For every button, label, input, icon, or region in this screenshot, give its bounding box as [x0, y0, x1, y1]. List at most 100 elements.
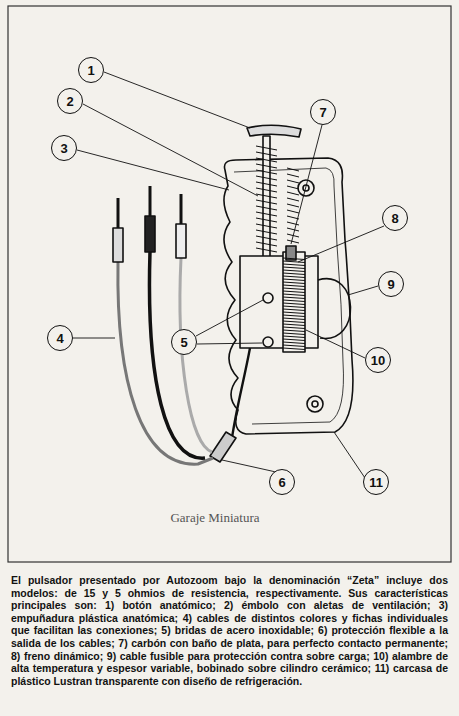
resistor-winding — [283, 342, 305, 344]
leader-line — [83, 104, 258, 196]
spring-coil — [256, 152, 277, 156]
callout-number: 2 — [66, 95, 73, 108]
brush-spring-coil — [287, 168, 299, 171]
brush-spring-coil — [287, 222, 299, 225]
plug — [113, 228, 123, 262]
resistor-winding — [283, 348, 305, 350]
callout-number: 5 — [180, 336, 187, 349]
resistor-winding — [283, 294, 305, 296]
brush-spring-coil — [287, 210, 299, 213]
callout-circle: 4 — [47, 325, 73, 351]
spring-and-winding — [256, 146, 305, 350]
brush-spring-coil — [287, 228, 299, 231]
callout-circle: 11 — [363, 469, 389, 495]
grip-inner-edge — [234, 168, 343, 424]
resistor-winding — [283, 318, 305, 320]
callout-number: 9 — [387, 278, 394, 291]
resistor-winding — [283, 336, 305, 338]
spring-coil — [256, 206, 277, 210]
spring-coil — [256, 146, 277, 150]
resistor-winding — [283, 276, 305, 278]
leader-lines — [73, 72, 384, 478]
housing-boss — [312, 401, 318, 407]
resistor-winding — [283, 258, 305, 260]
resistor-winding — [283, 291, 305, 293]
plug-pin — [117, 198, 120, 228]
cable — [180, 258, 212, 452]
watermark: Garaje Miniatura — [170, 510, 259, 526]
fuse-wire — [318, 279, 351, 339]
spring-coil — [256, 218, 277, 222]
resistor-plate — [240, 256, 318, 348]
plug — [176, 224, 186, 258]
callout-number: 4 — [56, 332, 63, 345]
callout-circle: 2 — [57, 88, 83, 114]
resistor-winding — [283, 330, 305, 332]
spring-coil — [256, 158, 277, 162]
resistor-winding — [283, 270, 305, 272]
resistor-winding — [283, 309, 305, 311]
leader-line — [334, 432, 365, 478]
leader-line — [197, 343, 262, 344]
spring-coil — [256, 170, 277, 174]
resistor-winding — [283, 297, 305, 299]
resistor-winding — [283, 264, 305, 266]
resistor-winding — [283, 312, 305, 314]
resistor-winding — [283, 267, 305, 269]
spring-coil — [256, 242, 277, 246]
brush-spring-coil — [287, 180, 299, 183]
leader-line — [196, 300, 263, 336]
brush-spring-coil — [287, 198, 299, 201]
spring-coil — [256, 230, 277, 234]
callout-circle: 8 — [382, 205, 408, 231]
callout-number: 10 — [371, 354, 385, 367]
screw — [263, 337, 273, 347]
resistor-winding — [283, 288, 305, 290]
leader-line — [306, 330, 365, 358]
frame — [8, 6, 451, 562]
resistor-winding — [283, 261, 305, 263]
brush-spring-coil — [287, 174, 299, 177]
resistor-winding — [283, 285, 305, 287]
resistor-winding — [283, 345, 305, 347]
callout-number: 7 — [319, 106, 326, 119]
callout-number: 3 — [60, 142, 67, 155]
callout-number: 1 — [87, 64, 94, 77]
spring-coil — [256, 194, 277, 198]
callout-circle: 10 — [365, 347, 391, 373]
leader-line — [222, 460, 276, 472]
caption-text: El pulsador presentado por Autozoom bajo… — [11, 574, 448, 687]
leader-line — [104, 72, 250, 128]
resistor-winding — [283, 279, 305, 281]
plug — [145, 216, 155, 252]
callout-number: 6 — [278, 476, 285, 489]
spring-coil — [256, 248, 277, 252]
leader-line — [348, 286, 378, 295]
grip-housing — [224, 158, 353, 434]
leader-line — [73, 338, 115, 339]
leader-line — [291, 125, 322, 244]
cable — [149, 252, 205, 458]
spring-coil — [256, 182, 277, 186]
callout-number: 8 — [391, 212, 398, 225]
resistor-winding — [283, 321, 305, 323]
plug-pin — [180, 194, 183, 224]
resistor-winding — [283, 324, 305, 326]
ceramic-cylinder — [283, 252, 305, 352]
resistor-winding — [283, 303, 305, 305]
cable-sleeve — [210, 432, 236, 462]
resistor-winding — [283, 282, 305, 284]
leader-line — [298, 226, 384, 262]
spring-coil — [256, 224, 277, 228]
brush-spring-coil — [287, 204, 299, 207]
spring-coil — [256, 188, 277, 192]
button — [247, 125, 301, 137]
resistor-winding — [283, 306, 305, 308]
callout-circle: 3 — [51, 135, 77, 161]
spring-coil — [256, 212, 277, 216]
callout-circle: 5 — [171, 329, 197, 355]
internal-wire — [232, 348, 250, 438]
callout-number: 11 — [369, 476, 383, 489]
leader-line — [77, 150, 229, 190]
housing-boss — [307, 396, 323, 412]
